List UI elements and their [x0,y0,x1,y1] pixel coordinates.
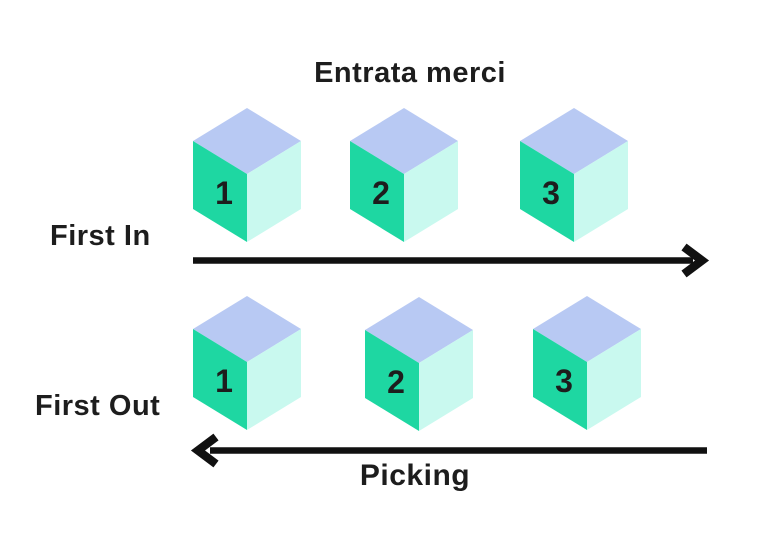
cube-number: 1 [215,175,233,211]
cube-number: 3 [555,363,573,399]
cube-first-in-3: 3 [520,108,628,242]
cube-icon [350,108,458,242]
cube-icon [365,297,473,431]
cube-icon [520,108,628,242]
cube-icon [533,296,641,430]
cube-number: 2 [372,175,390,211]
cube-first-in-1: 1 [193,108,301,242]
cube-first-out-1: 1 [193,296,301,430]
first-in-arrow-icon [193,243,710,278]
cube-icon [193,296,301,430]
cube-first-out-2: 2 [365,297,473,431]
diagram-title: Entrata merci [314,57,506,89]
cube-number: 1 [215,363,233,399]
label-first-out: First Out [35,390,161,422]
cube-number: 2 [387,364,405,400]
cube-first-in-2: 2 [350,108,458,242]
cube-icon [193,108,301,242]
picking-arrow-icon [190,433,707,468]
label-first-in: First In [50,220,151,252]
cube-number: 3 [542,175,560,211]
cube-first-out-3: 3 [533,296,641,430]
label-picking: Picking [359,459,471,492]
